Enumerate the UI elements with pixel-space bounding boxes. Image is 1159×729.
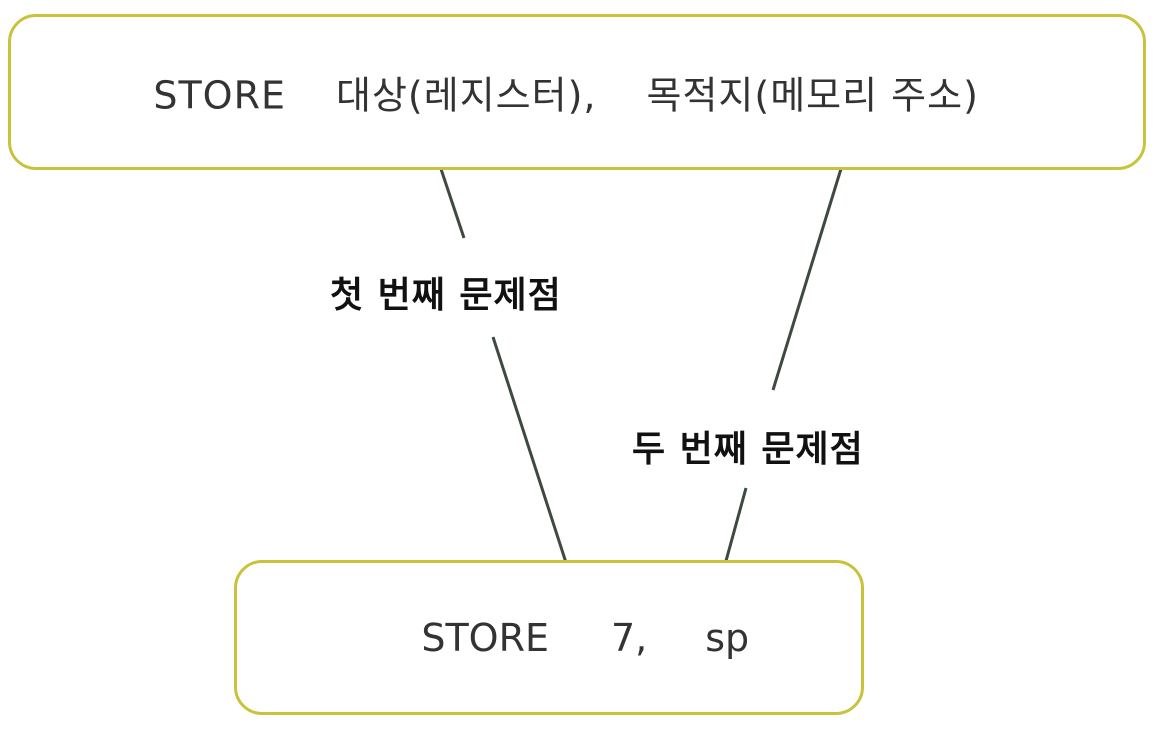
format-instruction: STORE <box>153 73 286 118</box>
first-problem-label: 첫 번째 문제점 <box>330 275 562 316</box>
instruction-format-text: STORE 대상(레지스터), 목적지(메모리 주소) <box>101 21 979 164</box>
arrow-second-to-memory <box>771 128 858 391</box>
format-operand-memory: 목적지(메모리 주소) <box>646 73 979 118</box>
format-operand-register: 대상(레지스터), <box>335 73 597 118</box>
instruction-format-box: STORE 대상(레지스터), 목적지(메모리 주소) <box>8 14 1146 170</box>
example-operand-value: 7, <box>610 615 648 660</box>
instruction-example-box: STORE 7, sp <box>234 560 864 715</box>
example-operand-sp: sp <box>705 615 750 660</box>
second-problem-label: 두 번째 문제점 <box>632 429 864 470</box>
example-instruction: STORE <box>421 615 549 660</box>
instruction-example-text: STORE 7, sp <box>373 572 749 704</box>
